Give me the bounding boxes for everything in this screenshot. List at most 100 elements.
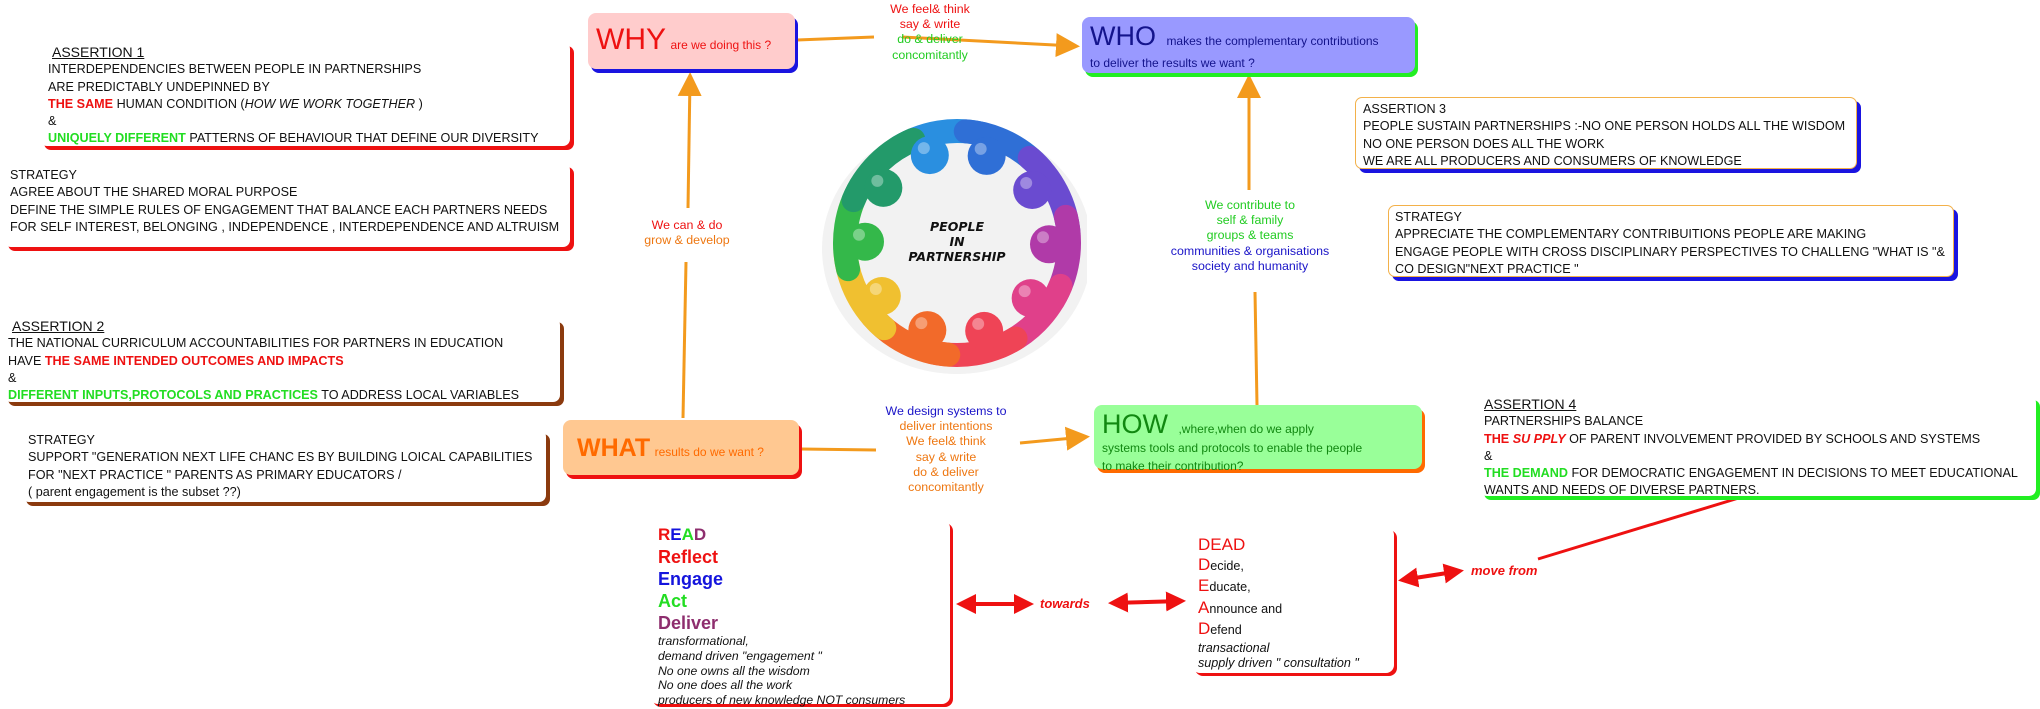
who-heading: WHO	[1090, 21, 1156, 51]
text-segment: )	[415, 96, 423, 111]
text-line: THE SAME HUMAN CONDITION (HOW WE WORK TO…	[48, 96, 570, 113]
text-line: ARE PREDICTABLY UNDEPINNED BY	[48, 79, 570, 96]
what-node[interactable]: WHAT results do we want ?	[563, 420, 799, 475]
text-line: THE DEMAND FOR DEMOCRATIC ENGAGEMENT IN …	[1484, 465, 2036, 482]
strategy-3-note: STRATEGY APPRECIATE THE COMPLEMENTARY CON…	[1388, 205, 1954, 277]
text-segment: HUMAN CONDITION (	[113, 96, 245, 111]
who-subtitle-2: to deliver the results we want ?	[1090, 56, 1255, 70]
figure-head	[862, 277, 901, 316]
text-segment: FOR SELF INTEREST, BELONGING , INDEPENDE…	[10, 219, 560, 234]
people-in-partnership-image: PEOPLE IN PARTNERSHIP	[787, 115, 1092, 391]
read-word: Reflect	[658, 547, 719, 567]
label-line: groups & teams	[1206, 228, 1294, 243]
head-highlight	[915, 317, 928, 330]
text-segment: INTERDEPENDENCIES BETWEEN PEOPLE IN PART…	[48, 62, 422, 77]
connector-what-why-b	[677, 72, 702, 209]
label-line: We contribute to	[1205, 198, 1295, 212]
how-node[interactable]: HOW ,where,when do we apply systems tool…	[1094, 405, 1422, 473]
text-segment: HOW WE WORK TOGETHER	[244, 96, 416, 111]
how-who-label: We contribute to self & family groups & …	[1171, 198, 1329, 274]
connector-how-who-a	[1253, 291, 1259, 406]
text-line: APPRECIATE THE COMPLEMENTARY CONTRIBUITI…	[1395, 226, 1953, 243]
text-line: &	[48, 113, 570, 130]
text-line: PARTNERSHIPS BALANCE	[1484, 413, 2036, 430]
figure-head	[965, 311, 1004, 350]
assertion4-link-line	[1537, 495, 1743, 561]
text-segment: THE	[1484, 431, 1513, 446]
acronym-letter: D	[693, 525, 707, 544]
text-segment: THE NATIONAL CURRICULUM ACCOUNTABILITIES…	[8, 336, 504, 351]
text-segment: WE ARE ALL PRODUCERS AND CONSUMERS OF KN…	[1363, 153, 1742, 168]
text-segment: FOR DEMOCRATIC ENGAGEMENT IN DECISIONS T…	[1567, 466, 2018, 481]
text-segment: &	[1484, 448, 1493, 463]
text-segment: PATTERNS OF BEHAVIOUR THAT DEFINE OUR DI…	[185, 131, 539, 146]
note-line: No one owns all the wisdom	[658, 663, 810, 678]
why-who-label: We feel& think say & write do & deliver …	[890, 2, 970, 63]
note-line: supply driven " consultation "	[1198, 655, 1359, 670]
head-highlight	[1020, 176, 1033, 189]
note-line: No one does all the work	[658, 678, 793, 693]
label-line: concomitantly	[908, 480, 984, 495]
text-segment: STRATEGY	[1395, 210, 1462, 224]
read-word: Act	[658, 591, 688, 611]
strategy-3-text: STRATEGY APPRECIATE THE COMPLEMENTARY CON…	[1395, 209, 1953, 278]
text-line: AGREE ABOUT THE SHARED MORAL PURPOSE	[10, 184, 570, 201]
acronym-letter: E	[670, 525, 682, 544]
text-line: UNIQUELY DIFFERENT PATTERNS OF BEHAVIOUR…	[48, 130, 570, 147]
text-line: STRATEGY	[28, 432, 546, 449]
dead-rest: nnounce and	[1209, 601, 1283, 616]
read-notes: transformational, demand driven "engagem…	[658, 634, 950, 708]
dead-rest: ducate,	[1209, 580, 1251, 594]
label-line: society and humanity	[1191, 258, 1309, 273]
text-segment: THE SAME	[48, 96, 114, 111]
why-node[interactable]: WHY are we doing this ?	[588, 13, 795, 69]
text-line: HAVE THE SAME INTENDED OUTCOMES AND IMPA…	[8, 353, 560, 370]
text-segment: THE SAME INTENDED OUTCOMES AND IMPACTS	[44, 353, 344, 368]
text-segment: ARE PREDICTABLY UNDEPINNED BY	[48, 79, 270, 94]
text-segment: APPRECIATE THE COMPLEMENTARY CONTRIBUITI…	[1395, 227, 1867, 242]
text-segment: &	[48, 114, 57, 129]
text-segment: OF PARENT INVOLVEMENT PROVIDED BY SCHOOL…	[1565, 431, 1981, 446]
center-caption: PEOPLE IN PARTNERSHIP	[787, 219, 1127, 264]
text-line: ( parent engagement is the subset ??)	[28, 484, 546, 501]
text-line: INTERDEPENDENCIES BETWEEN PEOPLE IN PART…	[48, 61, 570, 78]
towards-arrow-right	[1108, 591, 1186, 613]
head-highlight	[869, 283, 882, 296]
head-highlight	[871, 174, 884, 187]
dead-initial: E	[1198, 576, 1210, 595]
text-segment: WANTS AND NEEDS OF DIVERSE PARTNERS.	[1484, 483, 1760, 498]
assertion-4-title: ASSERTION 4	[1484, 396, 1577, 412]
text-line: DIFFERENT INPUTS,PROTOCOLS AND PRACTICES…	[8, 387, 560, 404]
read-box: READ Reflect Engage Act Deliver transfor…	[650, 520, 950, 707]
dead-word: Defend	[1198, 619, 1394, 641]
dead-rest: efend	[1210, 623, 1242, 637]
dead-box: DEAD Decide, Educate, Announce and Defen…	[1192, 527, 1394, 673]
head-highlight	[1036, 231, 1049, 244]
text-segment: THE DEMAND	[1484, 466, 1568, 481]
read-acronym: READ	[658, 524, 950, 546]
who-node[interactable]: WHO makes the complementary contribution…	[1082, 17, 1415, 73]
towards-label: towards	[1040, 596, 1090, 611]
figure-head	[846, 222, 885, 261]
label-line: do & deliver	[913, 464, 979, 479]
connector-what-why-a	[681, 261, 688, 419]
dead-rest: ecide,	[1210, 558, 1244, 573]
assertion-1-title: ASSERTION 1	[52, 44, 145, 60]
text-segment: NO ONE PERSON DOES ALL THE WORK	[1363, 136, 1605, 151]
assertion-1-note: ASSERTION 1 INTERDEPENDENCIES BETWEEN PE…	[40, 42, 570, 146]
dead-notes: transactional supply driven " consultati…	[1198, 641, 1394, 671]
label-line: deliver intentions	[899, 419, 993, 434]
note-line: transactional	[1198, 640, 1270, 655]
label-line: communities & organisations	[1170, 243, 1330, 258]
caption-line: PEOPLE	[930, 219, 984, 234]
connector-why-who-b	[901, 33, 1080, 58]
text-line: &	[8, 370, 560, 387]
label-line: We can & do	[651, 218, 723, 232]
text-line: STRATEGY	[1395, 209, 1953, 226]
head-highlight	[853, 228, 866, 241]
text-segment: SU PPLY	[1512, 431, 1566, 446]
text-line: WE ARE ALL PRODUCERS AND CONSUMERS OF KN…	[1363, 153, 1856, 170]
move-from-label: move from	[1471, 563, 1538, 578]
